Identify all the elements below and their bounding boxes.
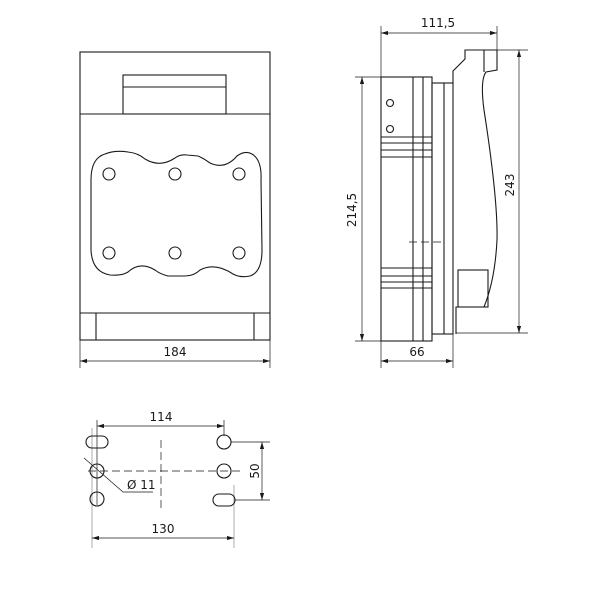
fuse-carrier-profile <box>452 49 498 334</box>
contact-holes <box>102 167 246 260</box>
total-height-dimension: 243 <box>503 174 517 197</box>
diameter-leader <box>83 457 153 493</box>
depth-dimension: 111,5 <box>421 16 455 30</box>
height-dimension: 214,5 <box>345 193 359 227</box>
width-dimension: 184 <box>164 345 187 359</box>
contact-plate <box>90 150 263 278</box>
mounting-pattern: 114 130 50 Ø 11 <box>83 410 270 548</box>
side-view: 111,5 214,5 243 66 <box>345 16 528 368</box>
front-view: 184 <box>79 51 271 368</box>
outer-spacing-dimension: 130 <box>152 522 175 536</box>
handle <box>122 74 227 115</box>
hole-diameter-dimension: Ø 11 <box>127 478 156 492</box>
ribs <box>381 136 432 289</box>
hole-spacing-dimension: 114 <box>150 410 173 424</box>
vertical-spacing-dimension: 50 <box>248 463 262 478</box>
base-depth-dimension: 66 <box>409 345 424 359</box>
